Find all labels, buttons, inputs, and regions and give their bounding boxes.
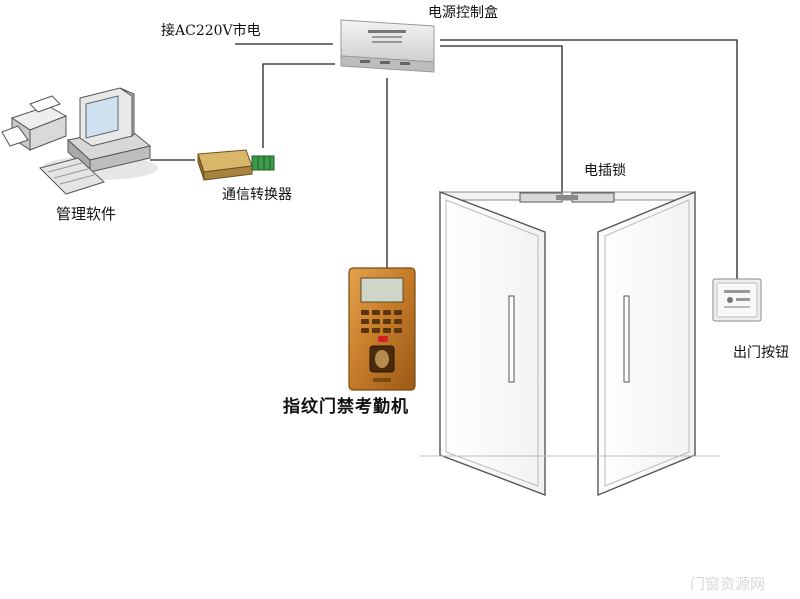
- exit-button-icon: [712, 278, 762, 322]
- mains-label: 接AC220V市电: [161, 23, 261, 39]
- powerbox-to-exitbutton-wire: [440, 39, 738, 280]
- converter-label: 通信转换器: [222, 187, 292, 203]
- fingerprint-terminal-icon: [348, 267, 416, 391]
- desktop-computer-icon: [39, 87, 158, 195]
- communication-converter-icon: [197, 149, 275, 181]
- powerbox-to-lock-wire: [440, 45, 563, 196]
- power-box-label: 电源控制盒: [428, 5, 498, 21]
- exit-button-label: 出门按钮: [733, 345, 789, 361]
- converter-to-powerbox-wire: [262, 63, 335, 148]
- wiring: [150, 39, 738, 280]
- power-control-box-icon: [340, 19, 435, 73]
- watermark: 门窗资源网: [690, 575, 766, 593]
- lock-label: 电插锁: [584, 163, 626, 179]
- printer-icon: [1, 95, 68, 151]
- terminal-label: 指纹门禁考勤机: [283, 397, 409, 417]
- glass-door-icon: [420, 190, 720, 497]
- electric-lock-icon: [519, 192, 615, 203]
- software-label: 管理软件: [56, 205, 117, 223]
